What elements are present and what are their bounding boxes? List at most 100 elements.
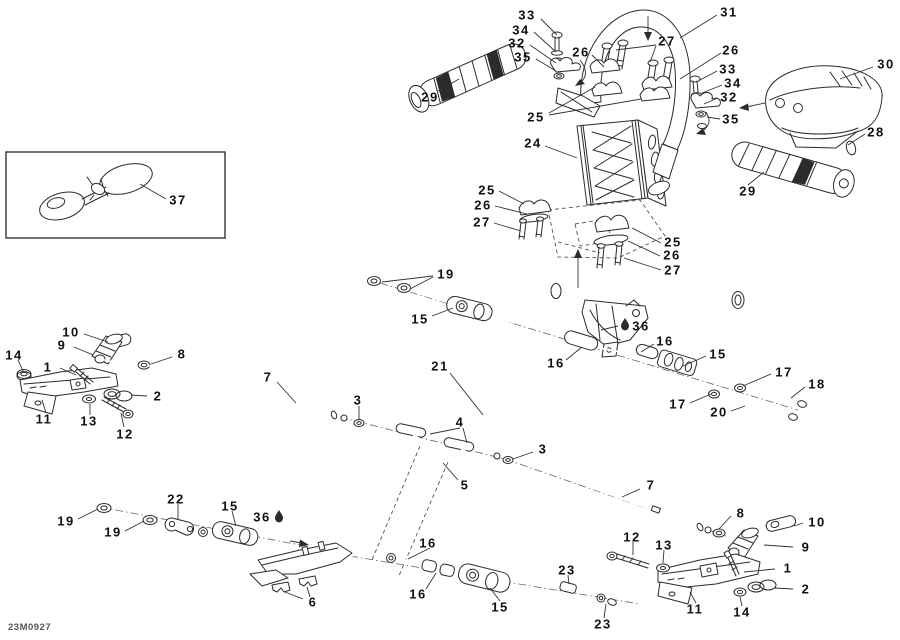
callout-11: 11 [35, 411, 53, 427]
callout-22: 22 [167, 491, 185, 507]
grip-right [731, 141, 855, 198]
callout-26: 26 [663, 247, 681, 263]
callout-30: 30 [877, 56, 895, 72]
callout-8: 8 [177, 346, 187, 362]
steering-column [329, 283, 745, 595]
upper-link-chain [367, 276, 549, 331]
callout-25: 25 [664, 234, 682, 250]
callout-27: 27 [664, 262, 682, 278]
callout-32: 32 [720, 89, 738, 105]
callout-29: 29 [739, 183, 757, 199]
callout-15: 15 [709, 346, 727, 362]
callout-12: 12 [116, 426, 134, 442]
pinch-bolt [69, 364, 94, 385]
inset-box-mirror [5, 151, 226, 239]
callout-27: 27 [658, 33, 676, 49]
callout-34: 34 [512, 22, 530, 38]
callout-16: 16 [419, 535, 437, 551]
callout-13: 13 [655, 537, 673, 553]
column-base [249, 540, 353, 593]
callout-19: 19 [57, 513, 75, 529]
callout-17: 17 [775, 364, 793, 380]
callout-35: 35 [722, 111, 740, 127]
callout-35: 35 [514, 49, 532, 65]
callout-3: 3 [353, 392, 363, 408]
callout-10: 10 [62, 324, 80, 340]
callout-2: 2 [801, 581, 811, 597]
left-tie-rod [149, 365, 365, 427]
callout-33: 33 [719, 61, 737, 77]
callout-24: 24 [524, 135, 542, 151]
under-bar-stack-right [593, 214, 630, 269]
callout-12: 12 [623, 529, 641, 545]
callout-16: 16 [656, 333, 674, 349]
callout-17: 17 [669, 396, 687, 412]
callout-1: 1 [783, 560, 793, 576]
callout-5: 5 [460, 477, 470, 493]
callout-20: 20 [710, 404, 728, 420]
retainer-clip [271, 575, 318, 593]
callout-21: 21 [431, 358, 449, 374]
part-code: 23M0927 [8, 622, 52, 633]
callout-15: 15 [221, 498, 239, 514]
callout-26: 26 [474, 197, 492, 213]
callout-11: 11 [686, 601, 704, 617]
bottom-cross-link [386, 553, 617, 606]
callout-23: 23 [558, 562, 576, 578]
callout-31: 31 [720, 4, 738, 20]
callout-36: 36 [632, 318, 650, 334]
callout-26: 26 [722, 42, 740, 58]
pinch-bolt [723, 549, 740, 577]
callout-15: 15 [411, 311, 429, 327]
stud-stack-right [689, 75, 721, 129]
callout-19: 19 [104, 524, 122, 540]
callout-18: 18 [808, 376, 826, 392]
drag-link-pieces [395, 423, 514, 464]
bottom-left-link-chain [96, 503, 291, 547]
callout-36: 36 [253, 509, 271, 525]
callout-16: 16 [547, 355, 565, 371]
short-rod-18 [756, 390, 807, 408]
grease-drop-icon [275, 318, 629, 523]
callout-32: 32 [508, 35, 526, 51]
callout-7: 7 [263, 369, 273, 385]
short-rod-20 [729, 399, 798, 421]
callout-34: 34 [724, 75, 742, 91]
grip-left [408, 43, 527, 113]
callout-27: 27 [473, 214, 491, 230]
left-steering-arm-cluster [16, 333, 151, 419]
callout-4: 4 [455, 414, 465, 430]
callout-25: 25 [478, 182, 496, 198]
riser-block [576, 119, 667, 207]
callout-10: 10 [808, 514, 826, 530]
callout-9: 9 [57, 337, 67, 353]
right-tie-rod [547, 471, 726, 538]
leader-lines [17, 14, 874, 619]
callout-14: 14 [733, 604, 751, 620]
callout-13: 13 [80, 413, 98, 429]
callout-3: 3 [538, 441, 548, 457]
under-bar-stack-left [518, 199, 552, 240]
callout-14: 14 [5, 347, 23, 363]
handlebar-pad [765, 65, 883, 149]
callout-25: 25 [527, 109, 545, 125]
right-link-chain [564, 330, 807, 421]
stud-stack-left [550, 31, 581, 80]
callout-19: 19 [437, 266, 455, 282]
callout-2: 2 [153, 388, 163, 404]
callout-7: 7 [646, 477, 656, 493]
link-22 [164, 517, 194, 536]
callout-9: 9 [801, 539, 811, 555]
callout-8: 8 [736, 505, 746, 521]
callout-29: 29 [421, 89, 439, 105]
callout-1: 1 [43, 359, 53, 375]
callout-28: 28 [867, 124, 885, 140]
callout-23: 23 [594, 616, 612, 632]
handlebar-clamp-hardware [518, 31, 721, 269]
right-steering-arm-cluster [606, 515, 797, 605]
callout-16: 16 [409, 586, 427, 602]
callout-33: 33 [518, 7, 536, 23]
callout-26: 26 [572, 44, 590, 60]
